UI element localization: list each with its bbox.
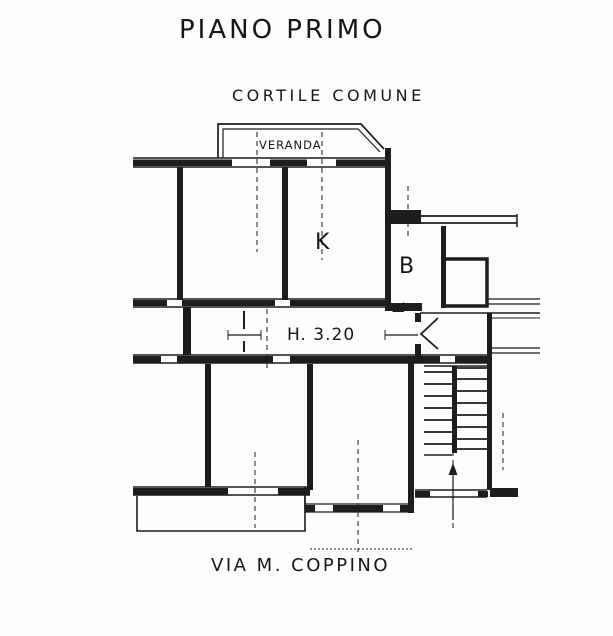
floor-title: PIANO PRIMO bbox=[179, 15, 386, 45]
corridor-north-wall bbox=[133, 298, 422, 312]
ceiling-height-label: H. 3.20 bbox=[287, 325, 355, 345]
veranda-label: VERANDA bbox=[259, 138, 322, 152]
corridor-south-wall bbox=[133, 354, 487, 364]
interior-walls-upper bbox=[177, 148, 446, 308]
closet-walls bbox=[444, 257, 489, 308]
stair-direction-arrow bbox=[448, 463, 458, 520]
exterior-wall-stair bbox=[415, 488, 518, 498]
room-kitchen-label: K bbox=[315, 230, 330, 255]
entrance-hall-walls bbox=[415, 313, 492, 490]
interior-walls-lower bbox=[205, 364, 313, 490]
exterior-wall-north bbox=[133, 157, 390, 168]
corridor-partition bbox=[183, 307, 245, 355]
door-swing bbox=[227, 317, 439, 350]
wall-continuation-ne bbox=[421, 214, 518, 227]
room-south-walls bbox=[304, 487, 414, 550]
courtyard-label: CORTILE COMUNE bbox=[232, 86, 425, 105]
room-bath-label: B bbox=[399, 254, 414, 279]
veranda-outline bbox=[217, 123, 385, 158]
balcony-outline bbox=[136, 496, 306, 532]
street-label: VIA M. COPPINO bbox=[211, 555, 390, 576]
exterior-wall-south bbox=[133, 486, 310, 496]
wall-continuation-e bbox=[420, 298, 540, 354]
duct-shaft bbox=[388, 210, 421, 224]
staircase bbox=[408, 362, 487, 513]
